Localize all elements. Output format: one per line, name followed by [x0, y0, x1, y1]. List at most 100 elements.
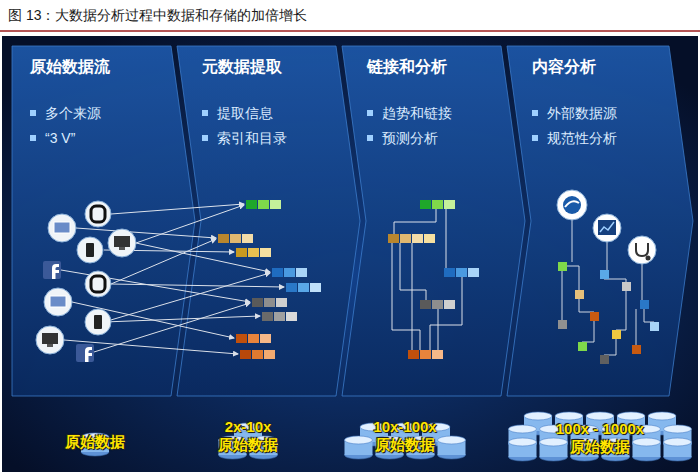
chevron-band: [507, 46, 693, 396]
data-block: [270, 200, 281, 209]
cylinder-top: [540, 438, 568, 446]
flow-arrow: [111, 204, 244, 214]
data-block: [622, 282, 631, 291]
image-frame: [2, 36, 698, 472]
bullet-row: 多个来源: [30, 101, 195, 126]
stage-heading: 元数据提取: [202, 56, 360, 78]
data-block: [420, 200, 431, 209]
data-block: [264, 350, 275, 359]
flow-arrow: [104, 316, 260, 322]
data-block: [558, 262, 567, 271]
data-block: [408, 350, 419, 359]
title-rule: [0, 30, 700, 32]
icon-circle: [85, 309, 111, 335]
database-node: 2x-10x 原始数据: [193, 390, 303, 460]
icon-circle: [593, 214, 621, 242]
link-lines: [392, 209, 462, 350]
icon-circle: [44, 288, 72, 316]
bullet-square: [30, 135, 36, 141]
cylinder-top: [555, 412, 583, 420]
database-cylinder: [345, 436, 373, 459]
data-block: [432, 300, 443, 309]
data-block: [274, 312, 285, 321]
data-volume-label: 10x-100x 原始数据: [369, 418, 441, 454]
bullet-text: 索引和目录: [217, 130, 287, 146]
content-line: [582, 321, 594, 342]
link-line: [438, 309, 439, 350]
data-block: [456, 268, 467, 277]
data-block: [260, 334, 271, 343]
facebook-glyph: [52, 264, 59, 279]
data-block: [600, 355, 609, 364]
data-block: [590, 312, 599, 321]
chevron-shape: [12, 40, 195, 465]
database-cylinder: [438, 436, 466, 459]
data-block: [264, 298, 275, 307]
linked-blocks: [388, 200, 479, 359]
cylinder-top: [524, 412, 552, 420]
link-line: [400, 243, 426, 300]
data-block: [432, 350, 443, 359]
content-line: [644, 309, 654, 322]
bullet-square: [367, 110, 373, 116]
data-block: [262, 312, 273, 321]
bullet-row: 预测分析: [367, 126, 525, 151]
data-block: [230, 234, 241, 243]
bullet-row: 外部数据源: [532, 101, 693, 126]
bullet-square: [532, 135, 538, 141]
monitor-icon: [42, 333, 58, 344]
data-block: [444, 300, 455, 309]
cylinder-top: [664, 425, 692, 433]
cylinder-top: [345, 436, 373, 444]
data-block: [258, 200, 269, 209]
database-cylinder: [664, 438, 692, 461]
database-node: 原始数据: [50, 402, 140, 457]
data-block: [286, 312, 297, 321]
phone-icon: [94, 315, 102, 329]
chart-icon: [598, 220, 616, 235]
stage-heading: 链接和分析: [367, 56, 525, 78]
flow-arrow: [136, 205, 244, 243]
monitor-icon: [114, 236, 130, 247]
link-line: [392, 243, 420, 350]
chevron-shape: [507, 40, 693, 465]
cylinder-top: [633, 438, 661, 446]
data-block: [444, 268, 455, 277]
data-block: [650, 322, 659, 331]
content-line: [572, 220, 573, 262]
data-block: [468, 268, 479, 277]
data-block: [246, 200, 257, 209]
cylinder-top: [648, 412, 676, 420]
icon-circle: [36, 326, 64, 354]
chevron-shape: [342, 40, 525, 465]
data-block: [218, 234, 229, 243]
data-block: [420, 300, 431, 309]
external-source-icons: [557, 190, 656, 264]
database-cylinder: [540, 438, 568, 461]
bullet-square: [202, 135, 208, 141]
bullet-row: 提取信息: [202, 101, 360, 126]
data-block: [400, 234, 411, 243]
flow-arrow: [111, 284, 284, 287]
data-block: [248, 334, 259, 343]
data-block: [298, 283, 309, 292]
flow-arrow: [94, 303, 250, 352]
flow-arrow: [61, 270, 250, 302]
screen-icon: [50, 296, 66, 307]
cylinder-top: [438, 436, 466, 444]
data-block: [272, 268, 283, 277]
data-block: [420, 350, 431, 359]
data-block: [575, 290, 584, 299]
facebook-icon: [43, 261, 61, 279]
database-node: 100x - 1000x 原始数据: [505, 380, 695, 462]
chevron-shape: [177, 40, 360, 465]
data-block: [284, 268, 295, 277]
data-block: [388, 234, 399, 243]
bullet-text: 多个来源: [45, 105, 101, 121]
content-line: [562, 271, 563, 320]
icon-circle: [628, 236, 656, 264]
bullet-text: 预测分析: [382, 130, 438, 146]
data-block: [412, 234, 423, 243]
data-block: [640, 300, 649, 309]
data-volume-label: 原始数据: [55, 433, 135, 451]
